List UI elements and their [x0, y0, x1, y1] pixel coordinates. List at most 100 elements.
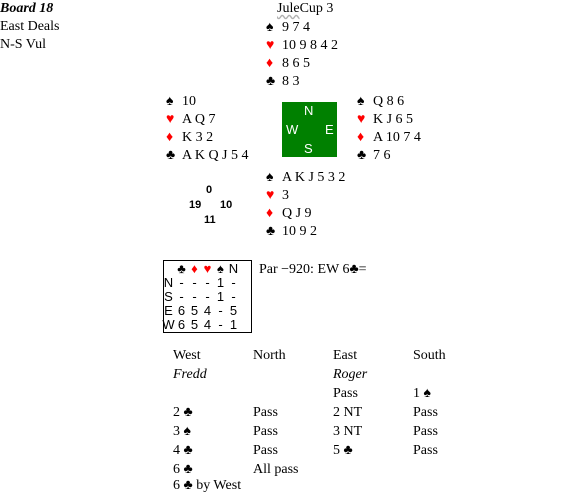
club-icon: ♣ [266, 74, 276, 89]
dd-cell: 4 [203, 317, 212, 332]
bid: 3 NT [333, 424, 363, 439]
bid: Pass [253, 405, 278, 420]
west-clubs: A K Q J 5 4 [182, 148, 249, 163]
dd-header-notrump: N [228, 261, 239, 276]
diamond-icon: ♦ [266, 206, 274, 221]
board-title: Board 18 [0, 1, 54, 16]
vulnerability-label: N-S Vul [0, 37, 46, 52]
east-clubs: 7 6 [373, 148, 391, 163]
dd-cell: 6 [177, 303, 186, 318]
bid: 6 ♣ [173, 462, 193, 477]
bid: 1 ♠ [413, 386, 431, 401]
dd-cell: 4 [203, 303, 212, 318]
compass-west: W [286, 122, 299, 137]
dd-cell: 5 [190, 317, 199, 332]
north-hand: ♠ 9 7 4 ♥ 10 9 8 4 2 ♦ 8 6 5 ♣ 8 3 [266, 19, 338, 91]
heart-icon: ♥ [203, 261, 212, 276]
auction-header-east: East [333, 348, 358, 363]
diamond-icon: ♦ [266, 56, 274, 71]
auction-header-south: South [413, 348, 446, 363]
dd-cell: 5 [229, 303, 238, 318]
north-spades: 9 7 4 [282, 20, 310, 35]
dd-cell: - [179, 289, 184, 304]
dd-seat: E [164, 303, 173, 318]
club-icon: ♣ [357, 148, 367, 163]
heart-icon: ♥ [266, 38, 275, 53]
par-result: Par −920: EW 6♣= [259, 262, 367, 277]
south-spades: A K J 5 3 2 [282, 170, 346, 185]
bid: Pass [413, 424, 438, 439]
east-diamonds: A 10 7 4 [373, 130, 421, 145]
club-icon: ♣ [166, 148, 176, 163]
south-hand: ♠A K J 5 3 2 ♥3 ♦Q J 9 ♣10 9 2 [266, 169, 345, 241]
north-clubs: 8 3 [282, 74, 300, 89]
bid: Pass [333, 386, 358, 401]
bid: Pass [253, 443, 278, 458]
auction-header-north: North [253, 348, 286, 363]
north-diamonds: 8 6 5 [282, 56, 310, 71]
dd-cell: - [218, 303, 223, 318]
bid: 4 ♣ [173, 443, 193, 458]
player-name-east: Roger [333, 367, 368, 382]
dd-cell: - [218, 317, 223, 332]
hcp-west: 19 [189, 199, 202, 211]
auction-header-west: West [173, 348, 201, 363]
dd-cell: - [231, 289, 236, 304]
diamond-icon: ♦ [166, 130, 174, 145]
hcp-south: 11 [204, 214, 216, 226]
spade-icon: ♠ [266, 170, 274, 185]
north-hearts: 10 9 8 4 2 [282, 38, 338, 53]
contract-result: 6 ♣ by West [173, 478, 242, 493]
bid: Pass [413, 443, 438, 458]
dd-cell: - [192, 289, 197, 304]
spade-icon: ♠ [217, 261, 224, 276]
spade-icon: ♠ [357, 94, 365, 109]
east-hand: ♠Q 8 6 ♥K J 6 5 ♦A 10 7 4 ♣7 6 [357, 93, 421, 165]
west-hearts: A Q 7 [182, 112, 216, 127]
east-hearts: K J 6 5 [373, 112, 414, 127]
dd-cell: - [192, 275, 197, 290]
event-name-suffix: Cup 3 [299, 1, 334, 16]
dd-cell: 1 [229, 317, 238, 332]
hcp-east: 10 [220, 199, 233, 211]
compass-east: E [325, 122, 334, 137]
club-icon: ♣ [177, 261, 186, 276]
bid: 2 NT [333, 405, 363, 420]
spade-icon: ♠ [266, 20, 274, 35]
dd-cell: - [205, 289, 210, 304]
dd-seat: N [163, 275, 174, 290]
bid: Pass [413, 405, 438, 420]
bid: 2 ♣ [173, 405, 193, 420]
west-spades: 10 [182, 94, 196, 109]
diamond-icon: ♦ [357, 130, 365, 145]
bid: Pass [253, 424, 278, 439]
compass-south: S [304, 141, 313, 156]
club-icon: ♣ [266, 224, 276, 239]
heart-icon: ♥ [166, 112, 175, 127]
dd-cell: 5 [190, 303, 199, 318]
south-clubs: 10 9 2 [282, 224, 317, 239]
compass: N W E S [282, 102, 337, 157]
hcp-north: 0 [206, 184, 213, 196]
west-hand: ♠ 10 ♥ A Q 7 ♦ K 3 2 ♣ A K Q J 5 4 [166, 93, 249, 165]
event-name: JuleCup 3 [277, 0, 333, 18]
spade-icon: ♠ [166, 94, 174, 109]
dealer-label: East Deals [0, 19, 60, 34]
dd-cell: - [179, 275, 184, 290]
bid: All pass [253, 462, 299, 477]
south-hearts: 3 [282, 188, 289, 203]
west-diamonds: K 3 2 [182, 130, 214, 145]
bid: 5 ♣ [333, 443, 353, 458]
dd-cell: - [205, 275, 210, 290]
dd-cell: 6 [177, 317, 186, 332]
dd-seat: S [164, 289, 173, 304]
dd-seat: W [162, 317, 175, 332]
diamond-icon: ♦ [191, 261, 198, 276]
dd-cell: 1 [216, 289, 225, 304]
east-spades: Q 8 6 [373, 94, 405, 109]
heart-icon: ♥ [266, 188, 275, 203]
event-name-prefix: Jule [277, 1, 300, 16]
compass-north: N [304, 103, 314, 118]
dd-cell: - [231, 275, 236, 290]
player-name-west: Fredd [173, 367, 207, 382]
